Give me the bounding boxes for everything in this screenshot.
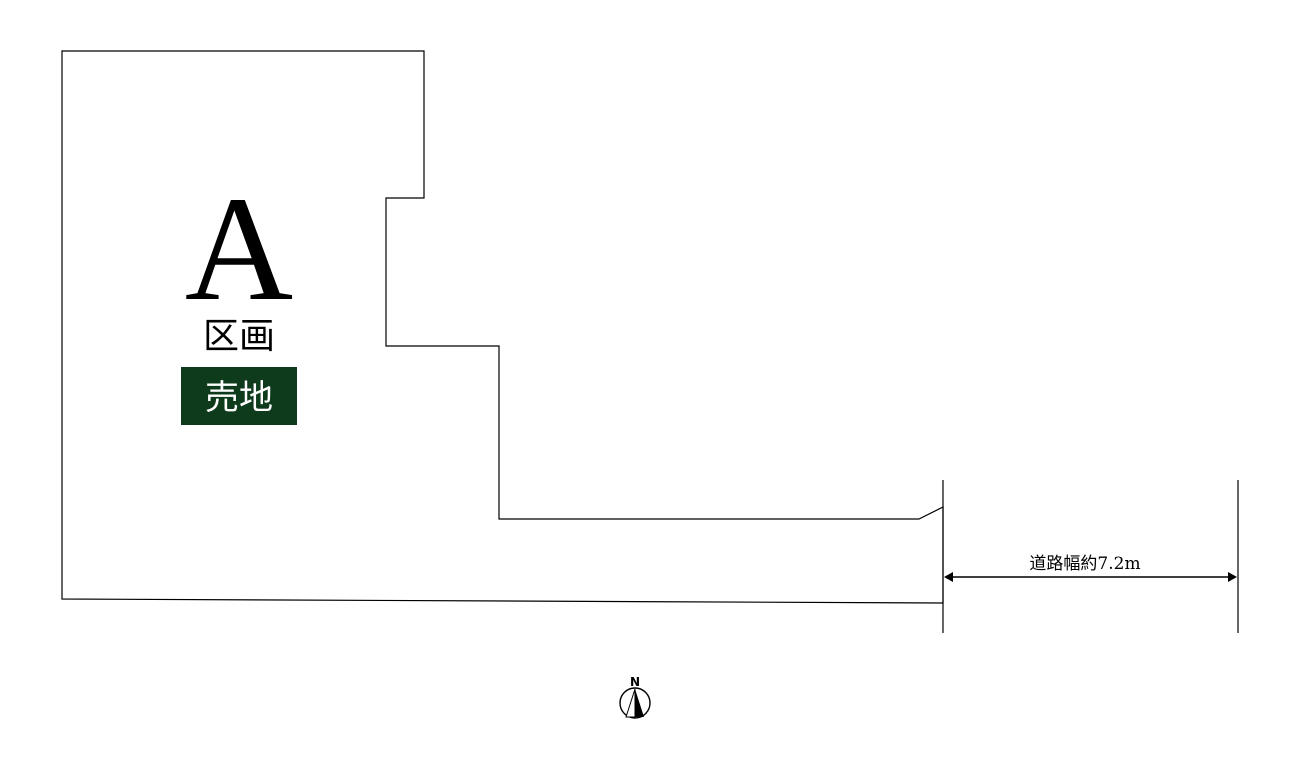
north-compass-icon: N <box>619 675 651 719</box>
arrowhead-left-icon <box>944 572 953 582</box>
lot-letter: A <box>185 166 293 332</box>
road-width-label: 道路幅約7.2m <box>1029 554 1140 574</box>
status-badge: 売地 <box>181 367 297 425</box>
lot-boundary <box>61 50 944 604</box>
compass-needle-light <box>625 688 636 718</box>
road-width-dimension <box>944 572 1237 582</box>
north-label: N <box>630 675 640 689</box>
status-badge-text: 売地 <box>205 378 273 418</box>
status-badge-background <box>181 367 297 425</box>
compass-needle-dark <box>635 689 644 717</box>
arrowhead-right-icon <box>1228 572 1237 582</box>
lot-kind-label: 区画 <box>203 316 275 357</box>
